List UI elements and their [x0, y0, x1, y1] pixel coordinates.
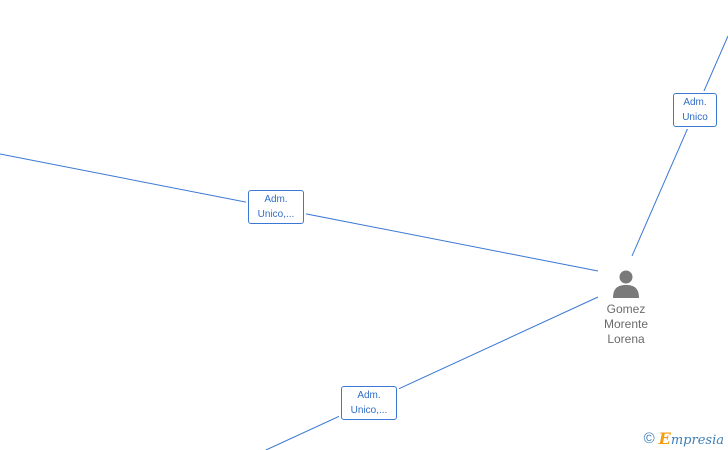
- brand-rest: mpresia: [670, 433, 724, 448]
- edge-label-line: Unico,...: [257, 209, 295, 220]
- person-name-line: Morente: [603, 317, 649, 331]
- person-name-line: Gomez: [606, 302, 646, 316]
- edge-label-line: Adm.: [683, 97, 707, 108]
- edge-label-bottom[interactable]: Adm. Unico,...: [341, 386, 397, 420]
- edge-label-line: Adm.: [264, 194, 288, 205]
- brand-initial: E: [658, 429, 671, 448]
- person-node[interactable]: Gomez Morente Lorena: [590, 268, 662, 347]
- person-name-line: Lorena: [607, 332, 645, 346]
- edge-label-line: Adm.: [357, 390, 381, 401]
- empresia-watermark: © Empresia: [644, 429, 724, 448]
- edge-label-line: Unico,...: [350, 405, 388, 416]
- brand-logo: Empresia: [659, 429, 724, 448]
- copyright-icon: ©: [643, 430, 655, 447]
- edge-label-top-right[interactable]: Adm. Unico: [673, 93, 717, 127]
- edge-line-bottom: [265, 296, 599, 450]
- edge-label-left[interactable]: Adm. Unico,...: [248, 190, 304, 224]
- edge-label-line: Unico: [682, 112, 708, 123]
- person-name: Gomez Morente Lorena: [590, 302, 662, 347]
- edge-line-top-right: [631, 35, 728, 257]
- person-icon: [613, 270, 639, 298]
